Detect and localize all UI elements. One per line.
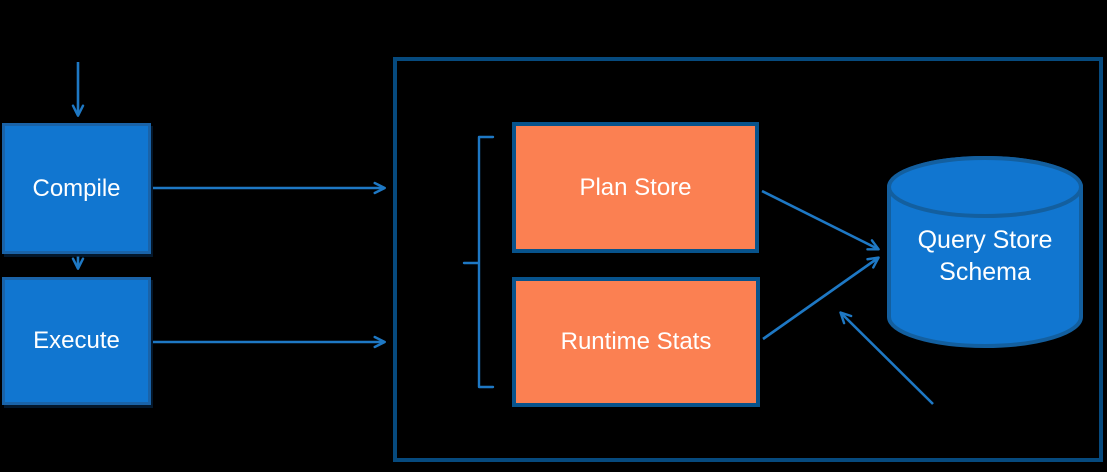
arrow-bottom-to-schema xyxy=(839,311,934,405)
plan-store-label: Plan Store xyxy=(579,173,692,201)
arrow-planstore-to-schema xyxy=(761,189,880,251)
query-store-schema-label: Query Store Schema xyxy=(917,226,1053,286)
compile-label: Compile xyxy=(32,174,121,202)
database-cylinder-icon xyxy=(887,156,1083,348)
arrow-runtimestats-to-schema xyxy=(762,256,880,341)
execute-label: Execute xyxy=(33,327,120,354)
runtime-stats-label: Runtime Stats xyxy=(560,328,712,355)
compile-box: Compile xyxy=(2,123,151,254)
query-store-container xyxy=(393,57,1103,462)
plan-store-box: Plan Store xyxy=(512,122,759,253)
group-bracket xyxy=(462,135,495,389)
execute-box: Execute xyxy=(2,277,151,405)
runtime-stats-box: Runtime Stats xyxy=(512,277,760,407)
